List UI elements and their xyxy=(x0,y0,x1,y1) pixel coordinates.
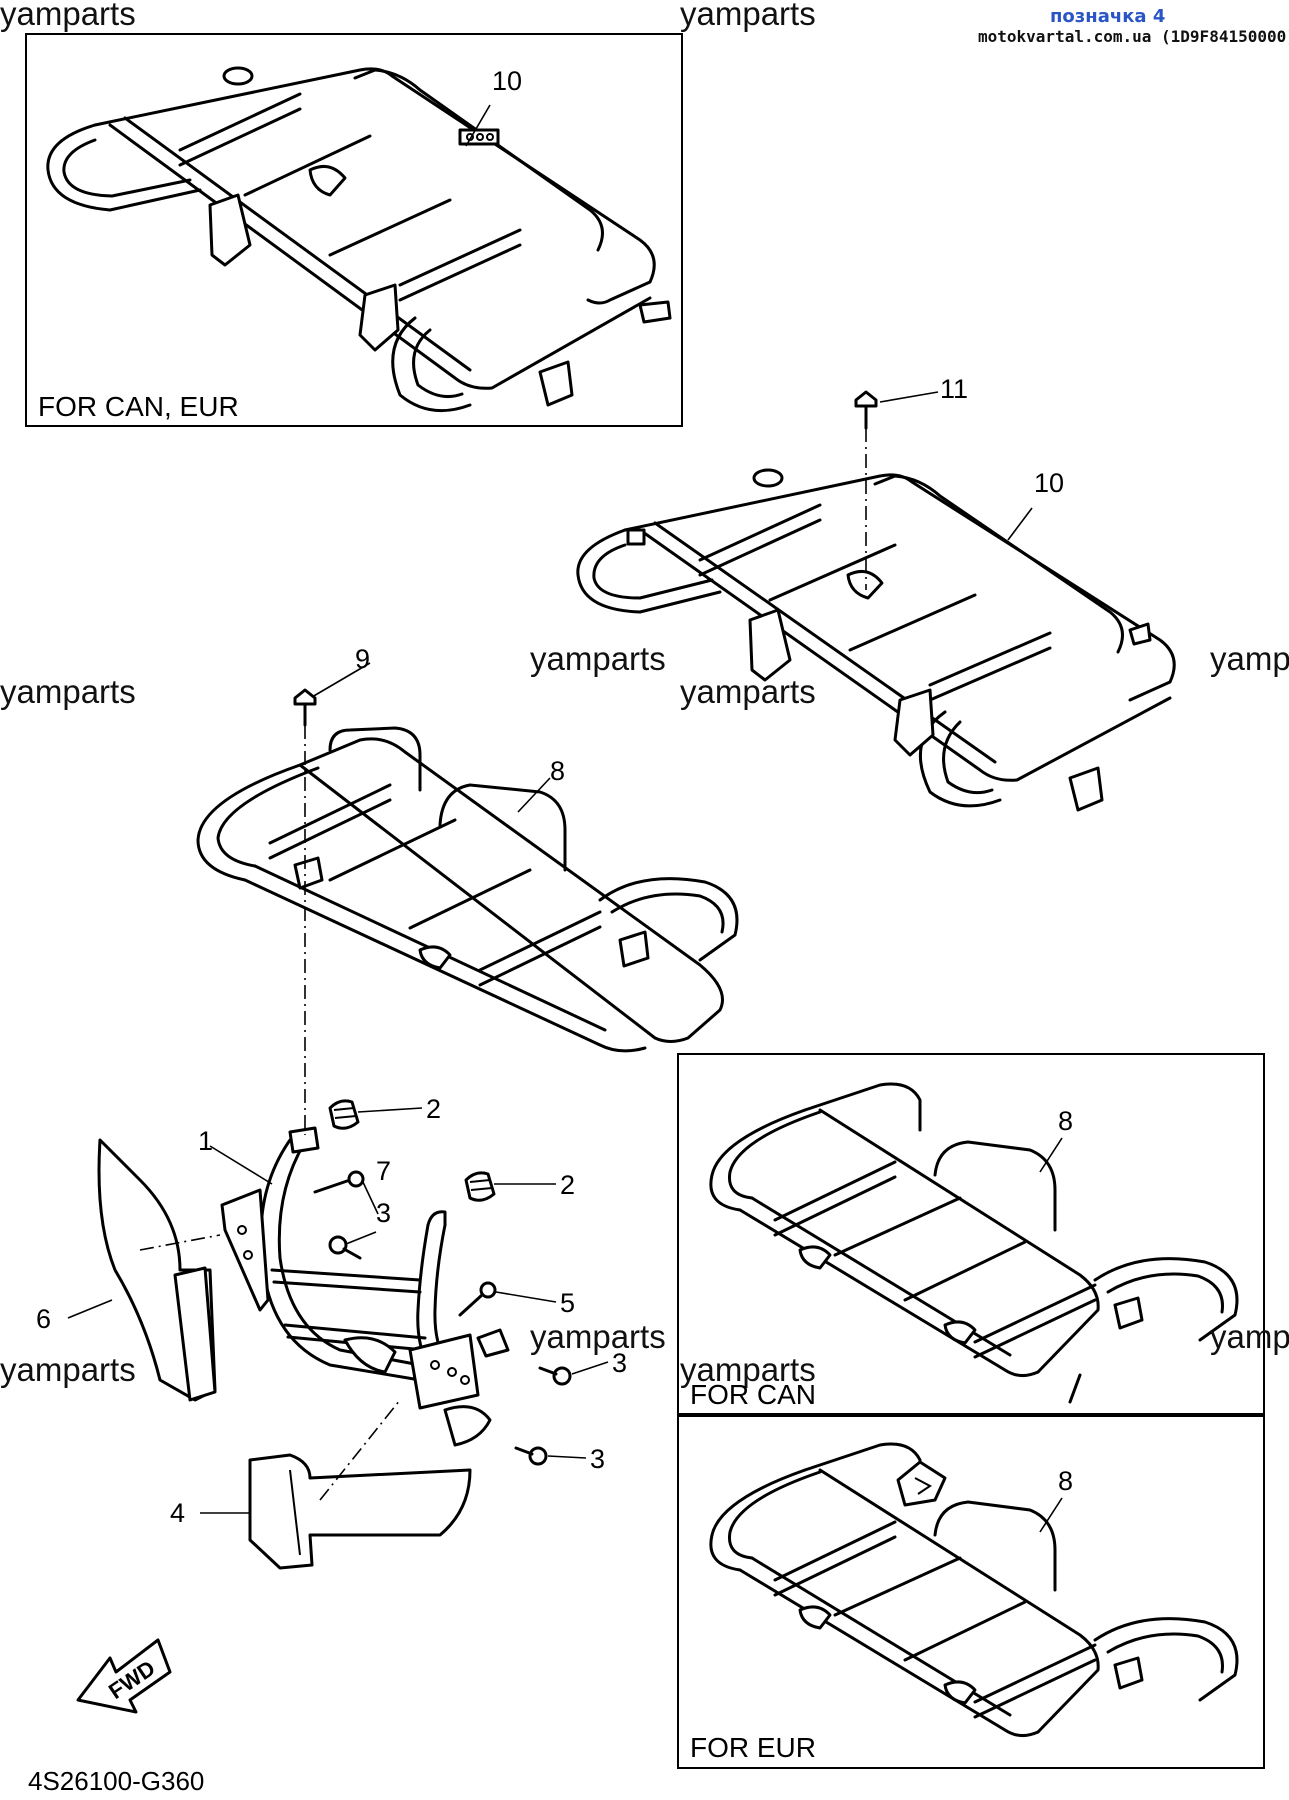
callout-3a: 3 xyxy=(376,1198,391,1228)
inset-frame-eur xyxy=(677,1413,1265,1769)
side-cover-6-end xyxy=(173,1266,217,1402)
callout-9: 9 xyxy=(355,644,370,674)
callout-10-main: 10 xyxy=(1034,468,1064,498)
grommet-2b xyxy=(464,1171,496,1202)
fwd-arrow-icon: FWD xyxy=(76,1638,172,1714)
watermark: yamparts xyxy=(680,1351,816,1388)
callout-8-main: 8 xyxy=(550,756,565,786)
callout-6: 6 xyxy=(36,1304,51,1334)
watermark: yamparts xyxy=(1210,1318,1289,1355)
bolt-3a xyxy=(328,1235,362,1260)
callout-10-top: 10 xyxy=(492,66,522,96)
callout-2a: 2 xyxy=(426,1094,441,1124)
callout-11: 11 xyxy=(940,374,968,404)
inset-frame-can xyxy=(677,1053,1265,1417)
callout-5: 5 xyxy=(560,1288,575,1318)
header-site: motokvartal.com.ua (1D9F84150000) xyxy=(978,27,1289,46)
diagram-code: 4S26100-G360 xyxy=(28,1766,204,1796)
inset-label-top: FOR CAN, EUR xyxy=(38,391,239,422)
watermark: yamparts xyxy=(680,673,816,710)
screw-5 xyxy=(458,1281,497,1317)
inset-label-eur: FOR EUR xyxy=(690,1732,816,1763)
callout-1: 1 xyxy=(198,1126,213,1156)
watermark: yamparts xyxy=(0,1351,136,1388)
watermark: yamparts xyxy=(530,1318,666,1355)
grommet-2a xyxy=(328,1099,360,1130)
callout-3b: 3 xyxy=(612,1348,627,1378)
side-cover-4-drawing xyxy=(248,1453,472,1570)
inset-frame-top xyxy=(25,33,683,427)
front-carrier-drawing-main xyxy=(196,726,739,1053)
watermark: yamparts xyxy=(0,0,136,32)
screw-7 xyxy=(313,1170,365,1194)
bolt-3c xyxy=(514,1446,548,1466)
bolt-3b xyxy=(538,1366,572,1386)
watermark: yamparts xyxy=(680,0,816,32)
watermark: yamparts xyxy=(0,673,136,710)
callout-7: 7 xyxy=(376,1156,391,1186)
rear-carrier-drawing-main xyxy=(576,468,1176,812)
front-carrier-drawing-can xyxy=(709,1082,1239,1404)
front-carrier-drawing-eur xyxy=(709,1442,1239,1737)
callout-3c: 3 xyxy=(590,1444,605,1474)
callout-2b: 2 xyxy=(560,1170,575,1200)
inset-label-can: FOR CAN xyxy=(690,1379,816,1410)
front-guard-drawing xyxy=(220,1126,510,1447)
bolt-11 xyxy=(854,390,878,430)
watermark: yamparts xyxy=(530,640,666,677)
callout-8-can: 8 xyxy=(1058,1106,1073,1136)
callout-4: 4 xyxy=(170,1498,185,1528)
callout-8-eur: 8 xyxy=(1058,1466,1073,1496)
bolt-9 xyxy=(293,688,317,727)
rear-carrier-drawing-top xyxy=(46,66,672,413)
header-tag: позначка 4 xyxy=(1050,6,1165,27)
watermark: yamparts xyxy=(1210,640,1289,677)
